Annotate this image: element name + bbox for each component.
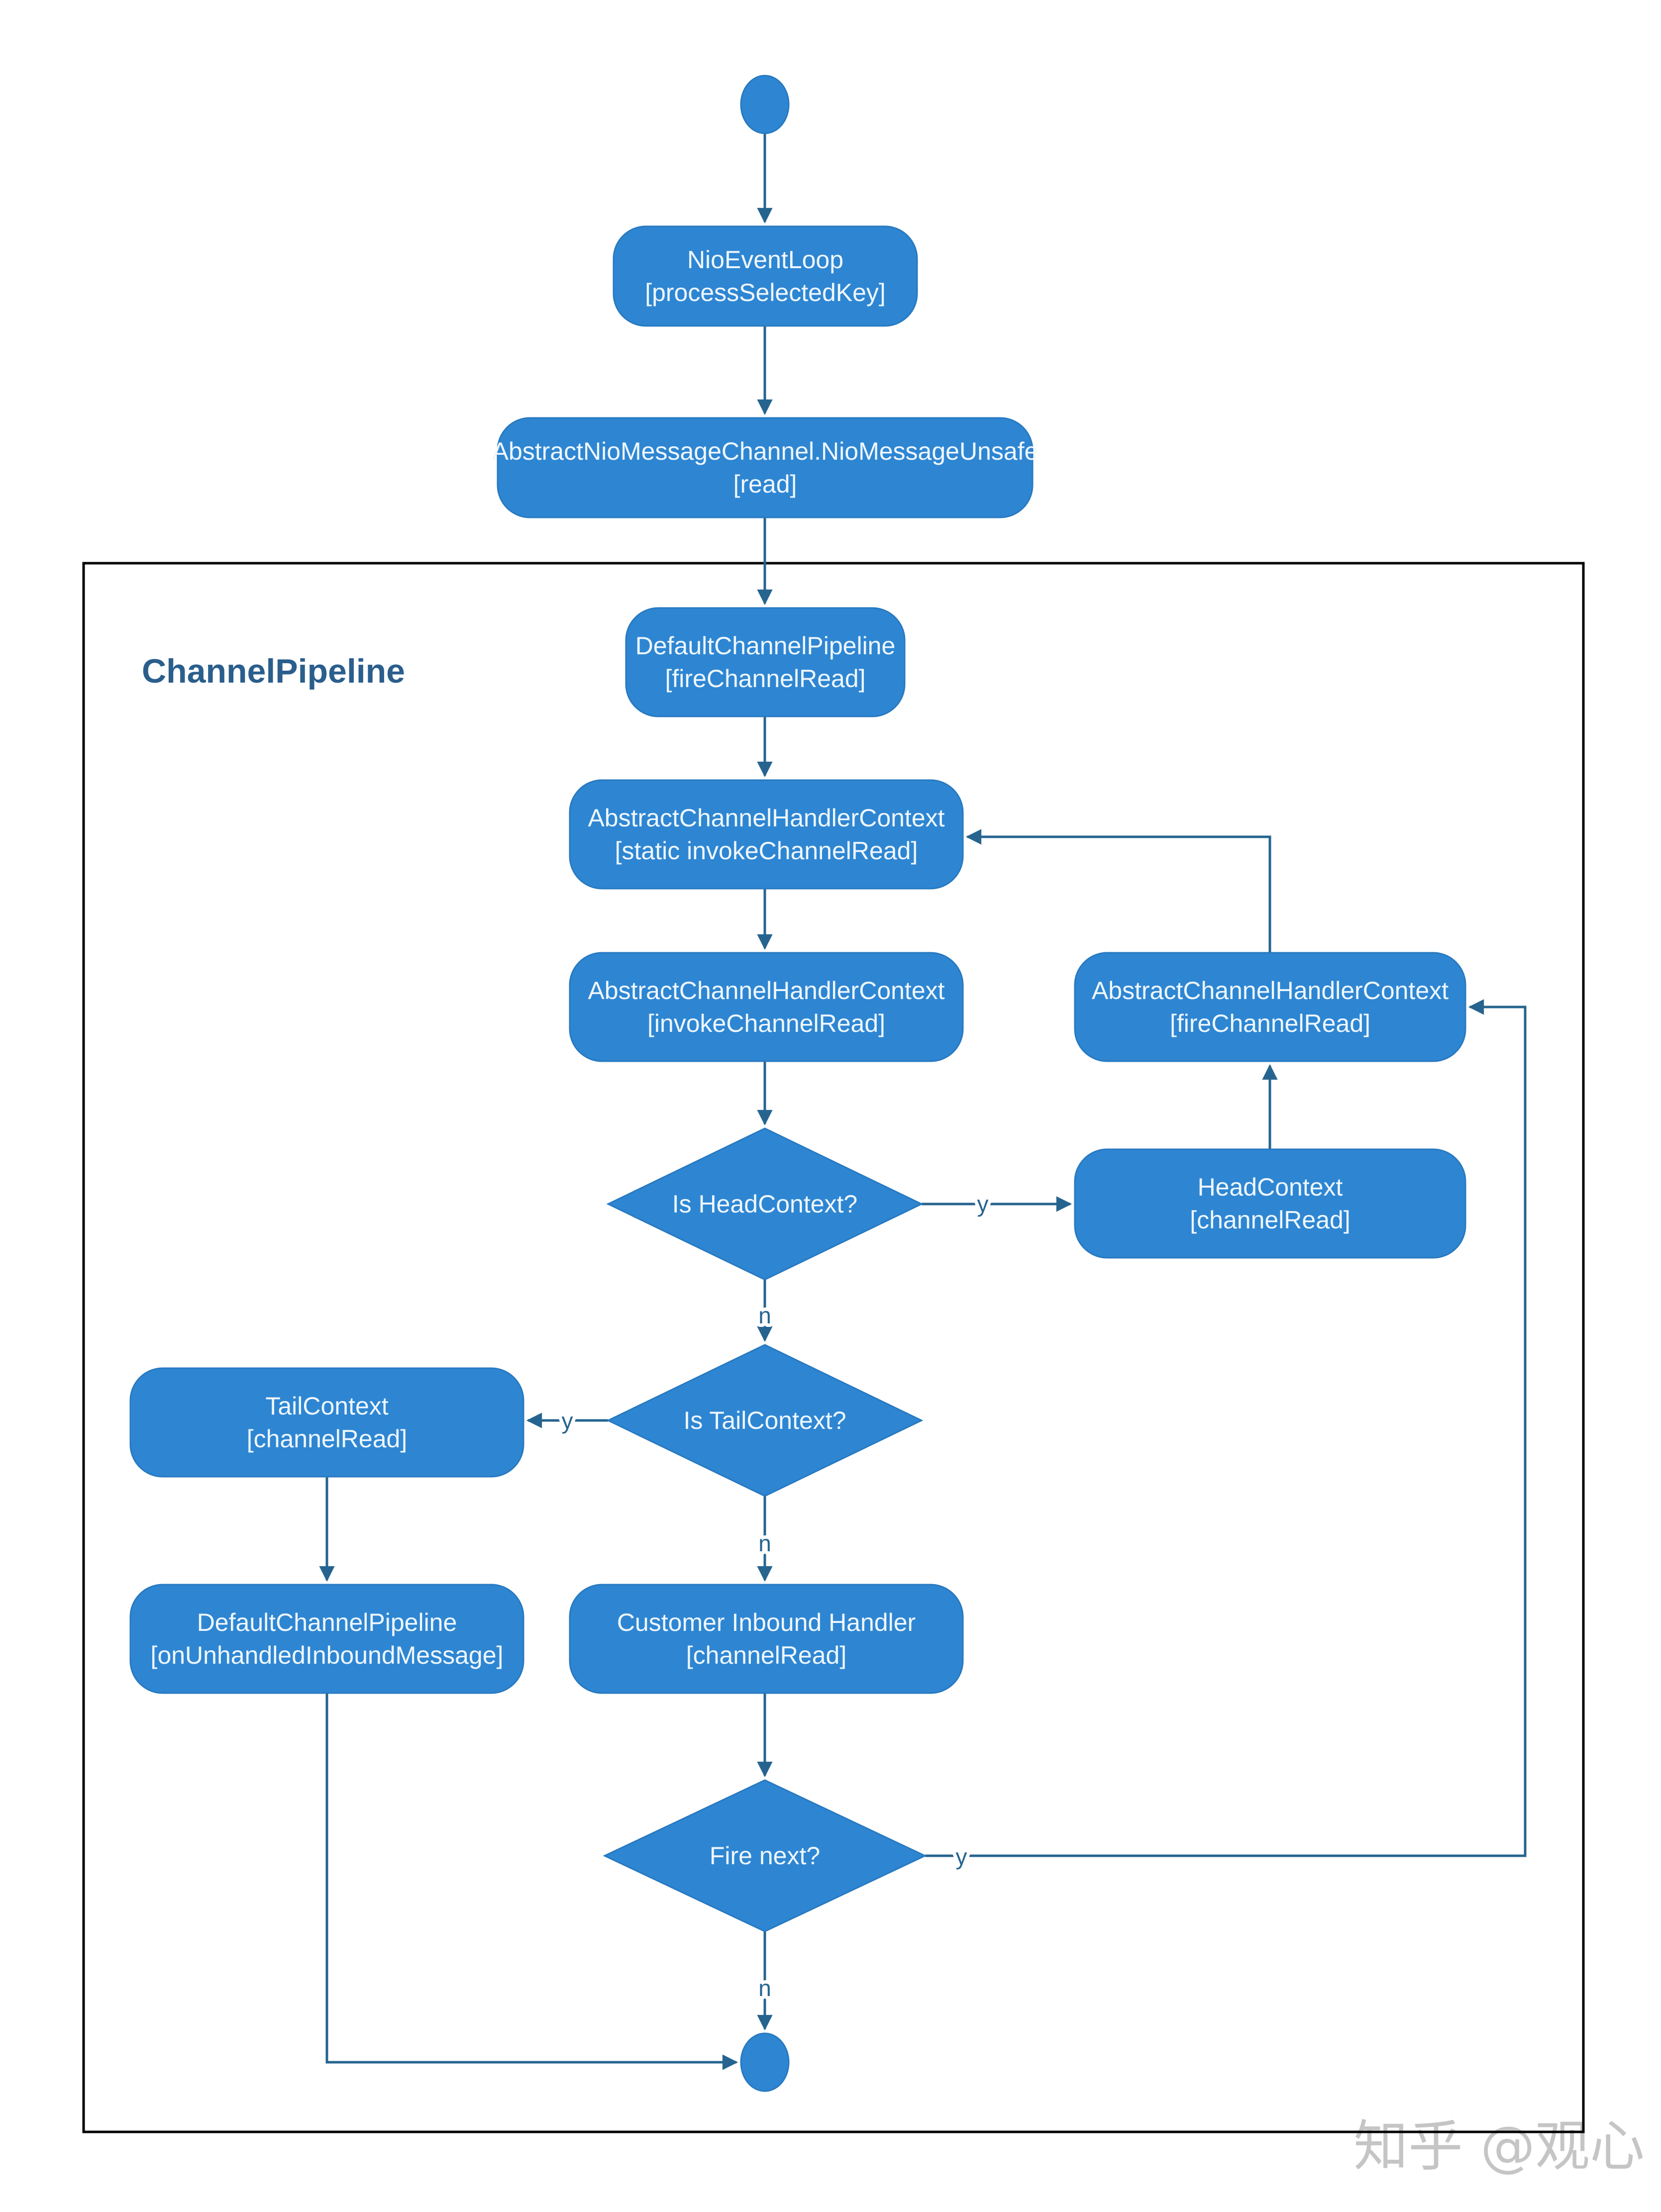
watermark: 知乎 @观心 — [1353, 2114, 1645, 2178]
node-default-channel-pipeline-fire — [625, 607, 906, 717]
edges-layer — [319, 133, 1527, 2070]
node-nio-message-unsafe-read — [497, 417, 1034, 518]
node-label: DefaultChannelPipeline[onUnhandledInboun… — [151, 1609, 504, 1669]
edge-unhandled-to-end — [325, 1693, 738, 2070]
decision-fire-next — [603, 1779, 927, 1932]
edge-label-is-tail-n-to-customer: n — [758, 1530, 771, 1556]
nodes-layer: NioEventLoop[processSelectedKey] Abstract… — [129, 75, 1466, 2092]
node-label: AbstractChannelHandlerContext[fireChanne… — [1092, 977, 1449, 1037]
edge-fire-next-y-loop — [925, 999, 1527, 1857]
decision-is-tail-context — [606, 1344, 924, 1497]
node-customer-inbound-handler — [569, 1584, 964, 1694]
node-label: Is TailContext? — [683, 1407, 846, 1434]
node-achc-static-invoke — [569, 779, 964, 890]
node-label: Is HeadContext? — [672, 1190, 857, 1218]
node-label: AbstractNioMessageChannel.NioMessageUnsa… — [492, 437, 1038, 498]
node-label: Customer Inbound Handler[channelRead] — [617, 1609, 916, 1669]
edge-label-fire-next-n-to-end: n — [758, 1975, 771, 2001]
node-label: NioEventLoop[processSelectedKey] — [645, 246, 886, 306]
node-label: AbstractChannelHandlerContext[static inv… — [588, 804, 944, 865]
edge-achc-fire-to-static-invoke — [965, 829, 1271, 953]
node-default-channel-pipeline-unhandled — [129, 1584, 524, 1694]
node-tail-context — [129, 1367, 524, 1478]
node-label: DefaultChannelPipeline[fireChannelRead] — [635, 632, 896, 693]
edge-label-is-head-n-to-is-tail: n — [758, 1303, 771, 1328]
container-label: ChannelPipeline — [142, 652, 405, 690]
edge-label-fire-next-y-loop: y — [956, 1844, 967, 1870]
node-achc-fire — [1074, 952, 1466, 1062]
node-label: Fire next? — [710, 1842, 820, 1870]
node-label: TailContext[channelRead] — [247, 1392, 407, 1453]
node-nio-event-loop — [613, 225, 918, 327]
node-head-context — [1074, 1148, 1466, 1259]
decision-is-head-context — [606, 1127, 924, 1281]
node-label: AbstractChannelHandlerContext[invokeChan… — [588, 977, 944, 1037]
channel-pipeline-container — [82, 562, 1585, 2133]
node-achc-invoke — [569, 952, 964, 1062]
node-label: HeadContext[channelRead] — [1190, 1173, 1350, 1234]
start-node — [740, 75, 790, 134]
end-node — [740, 2032, 790, 2092]
edge-label-is-head-y-to-headcontext: y — [977, 1191, 989, 1217]
edge-label-is-tail-y-to-tailcontext: y — [562, 1408, 573, 1434]
